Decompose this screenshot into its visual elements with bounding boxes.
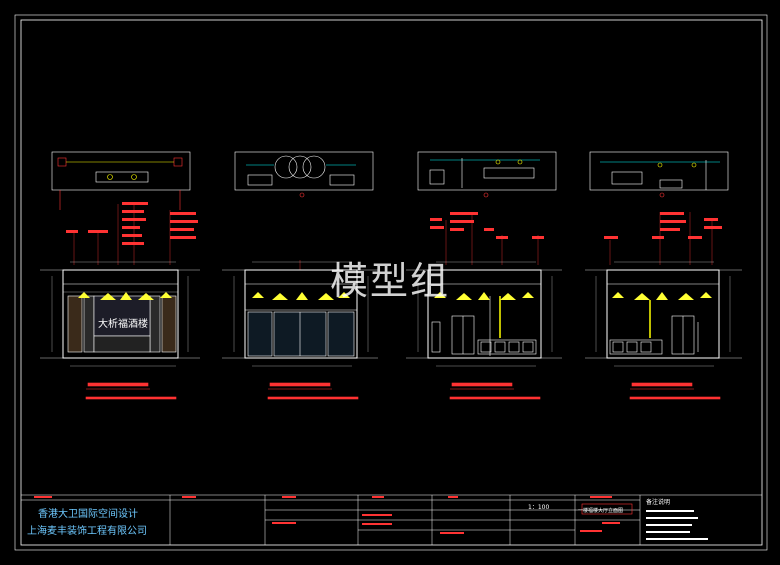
plan-thumbnail-d [589,151,729,198]
sheet-inner-border [20,19,763,546]
annotation-text-bars [66,202,722,245]
notes-heading: 备注说明 [646,499,671,506]
drawing-scale: 1：100 [528,504,550,511]
notes-lines [646,510,708,540]
sheet-outer-border [14,14,768,551]
company-name-line-2: 上海麦丰装饰工程有限公司 [27,526,147,537]
plan-thumbnail-a [51,151,191,210]
watermark-text: 模型组 [330,259,451,303]
company-name-line-1: 香港大卫国际空间设计 [38,509,138,520]
plan-thumbnail-b [234,151,374,198]
elevation-b [222,261,378,367]
restaurant-sign-text: 大析福酒楼 [98,319,148,330]
title-block-red-text [34,496,633,534]
elevation-c [406,261,562,367]
elevation-a [40,261,200,367]
title-block [21,494,762,545]
elevation-captions [85,382,721,400]
ceiling-lights [78,292,712,300]
plan-thumbnail-c [417,151,557,198]
sheet-title: 一楼福楼大厅立面图 [578,508,624,514]
elevation-d [585,261,742,367]
